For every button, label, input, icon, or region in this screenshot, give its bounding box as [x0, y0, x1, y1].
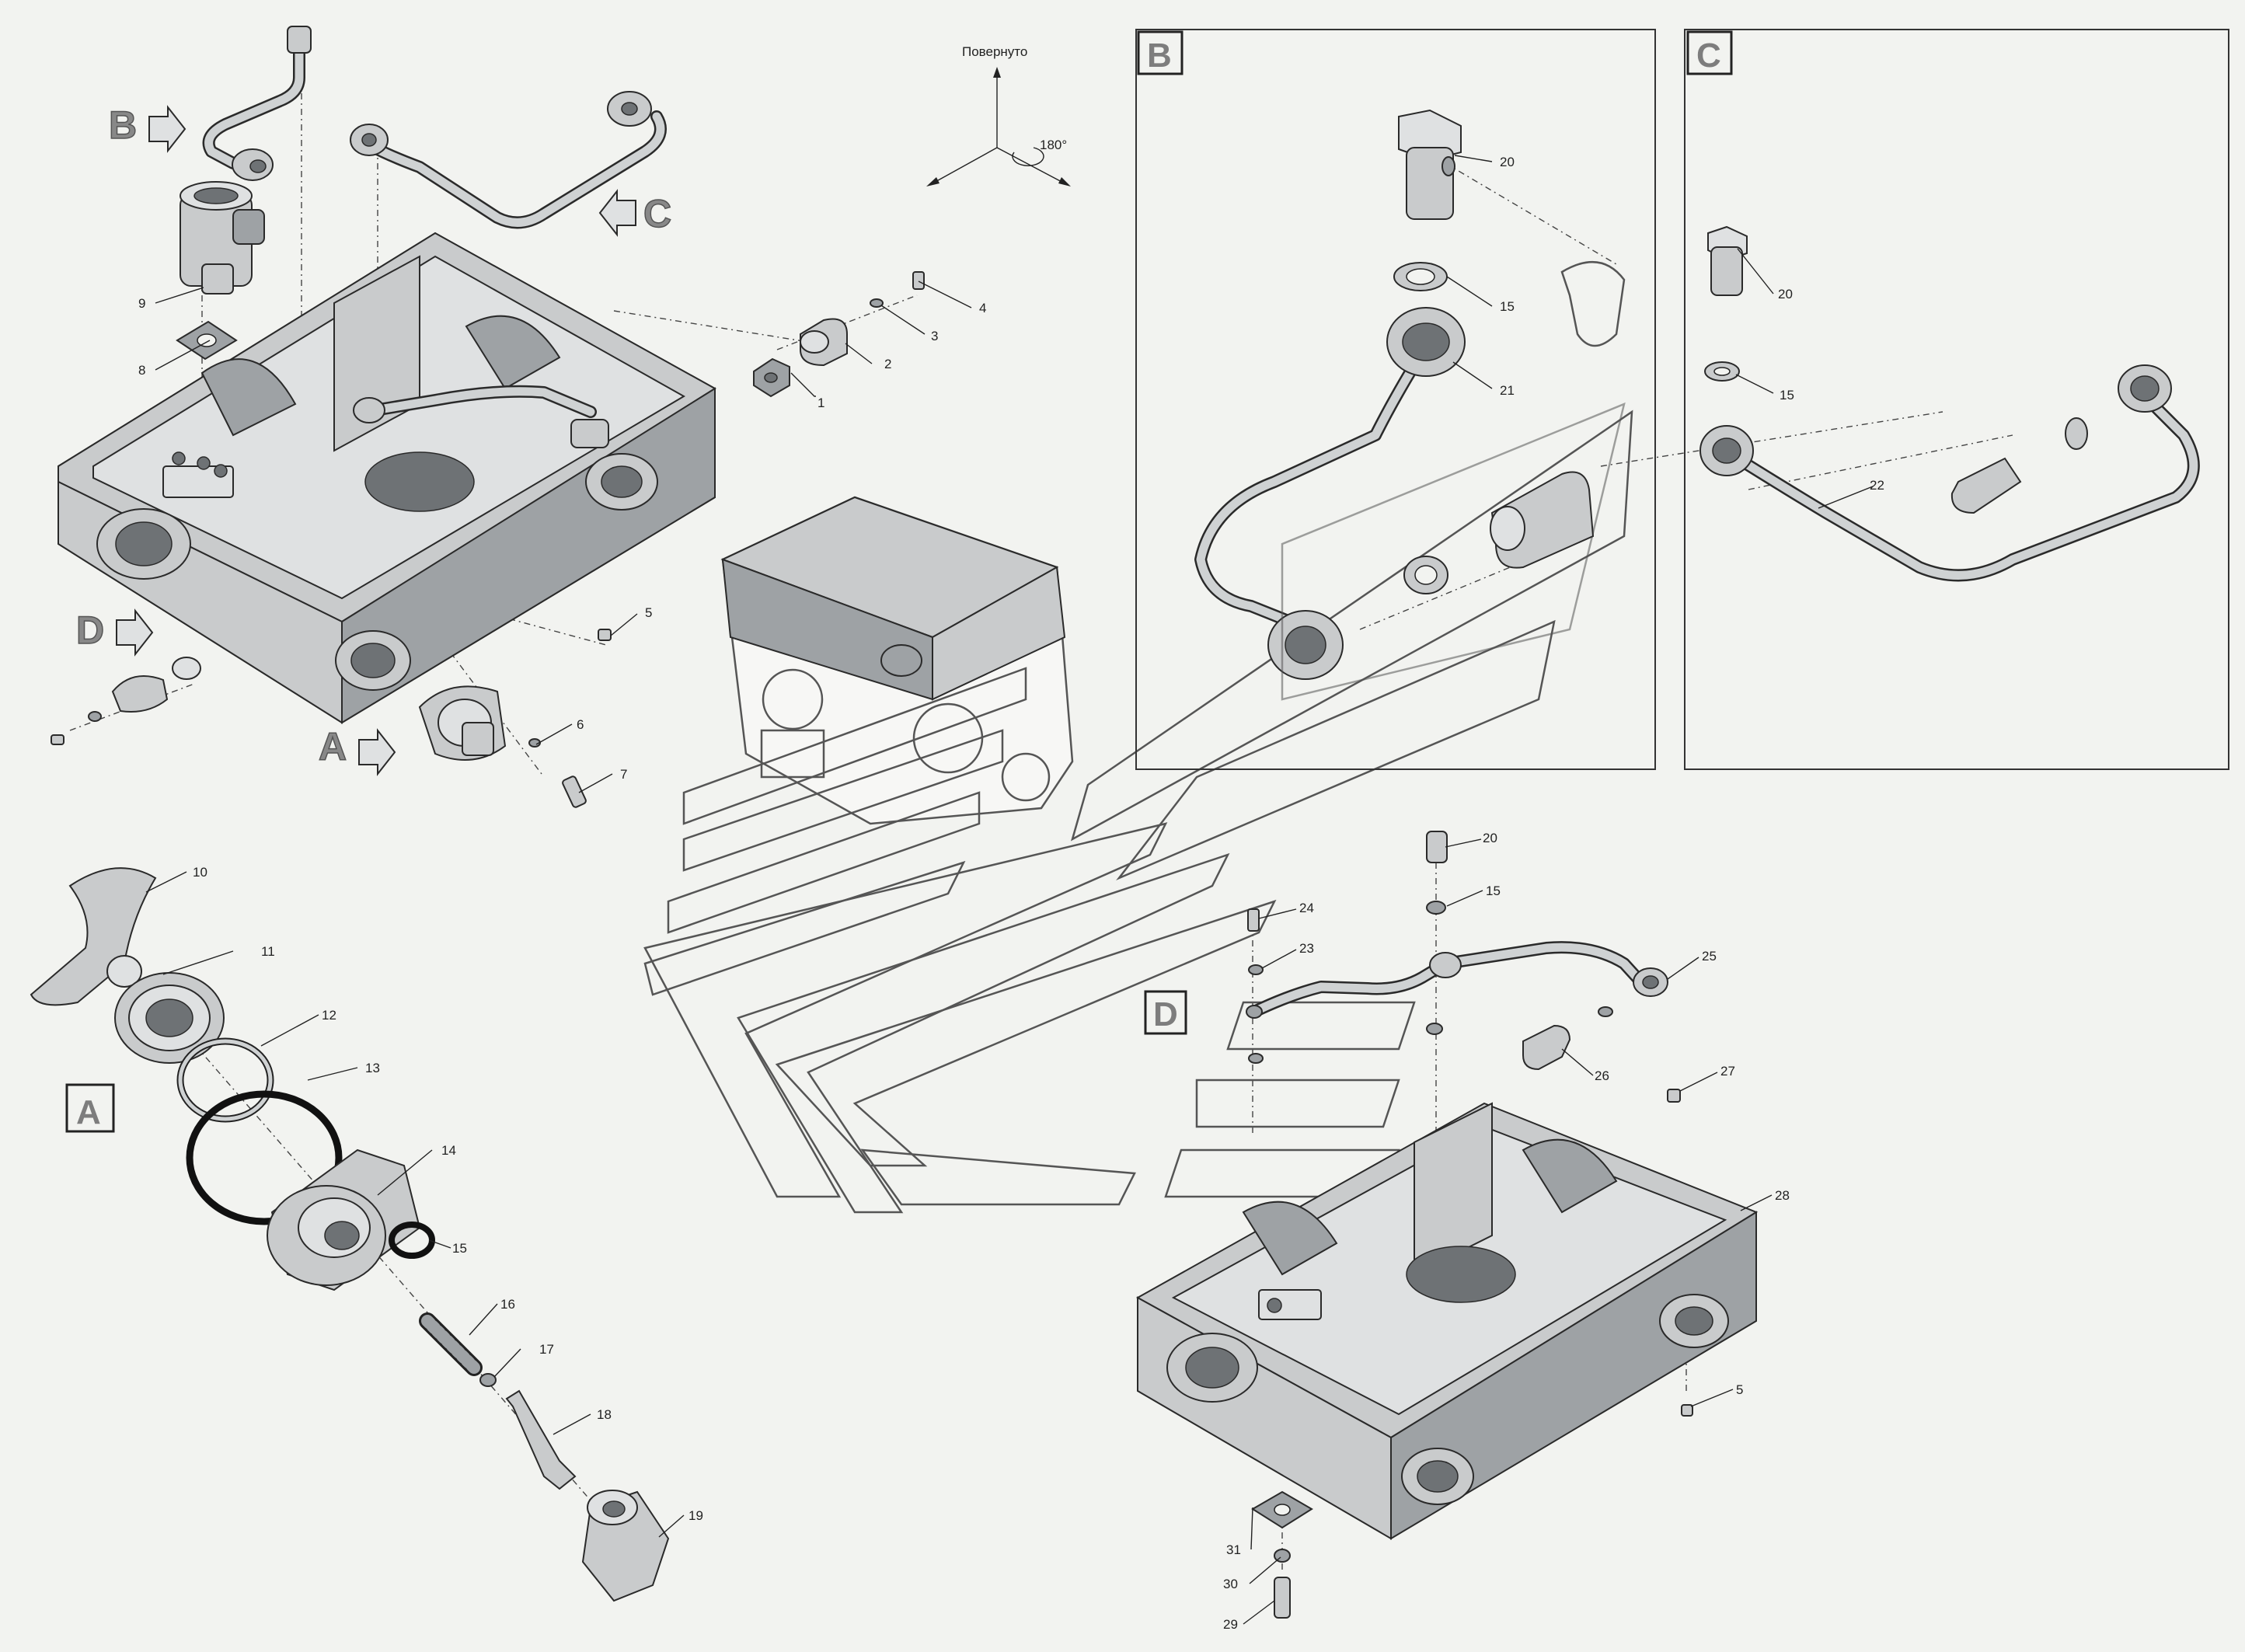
detail-b-callout-21: 21 — [1500, 383, 1515, 398]
callout-12: 12 — [322, 1008, 336, 1023]
rotation-indicator: Повернуто 180° — [926, 44, 1071, 186]
pipe-b — [202, 26, 312, 181]
callout-d-23: 23 — [1299, 941, 1314, 956]
callout-18: 18 — [597, 1407, 612, 1422]
parts-5-7 — [51, 629, 612, 808]
view-arrow-d: D — [75, 608, 154, 657]
callout-d-24: 24 — [1299, 901, 1314, 915]
detail-d-label-box — [1144, 990, 1187, 1035]
svg-text:D: D — [76, 608, 104, 652]
detail-d-parts — [1135, 831, 1759, 1619]
svg-text:A: A — [319, 725, 347, 768]
callout-11: 11 — [261, 944, 275, 959]
detail-box-c-letter: C — [1696, 37, 1721, 75]
callout-numbers: 1 2 3 4 5 6 7 8 9 10 11 12 13 14 15 16 1… — [138, 155, 1884, 1632]
callout-8: 8 — [138, 363, 145, 378]
view-arrow-c: C — [598, 189, 672, 237]
pipe-c — [350, 91, 667, 229]
detail-b-callout-20: 20 — [1500, 155, 1515, 169]
callout-d-15: 15 — [1486, 884, 1501, 898]
rotation-label: Повернуто — [962, 44, 1027, 59]
callout-1: 1 — [817, 396, 824, 410]
detail-c-callout-22: 22 — [1870, 478, 1884, 493]
detail-a-letter: A — [76, 1093, 101, 1131]
callout-leaders — [145, 155, 1874, 1625]
rotation-angle: 180° — [1040, 138, 1067, 152]
callout-d-20: 20 — [1483, 831, 1497, 845]
callout-d-5: 5 — [1736, 1382, 1743, 1397]
callout-6: 6 — [577, 717, 584, 732]
callout-9: 9 — [138, 296, 145, 311]
callout-d-26: 26 — [1595, 1068, 1609, 1083]
callout-16: 16 — [500, 1297, 515, 1312]
parts-1-4 — [753, 271, 925, 398]
svg-text:B: B — [109, 103, 137, 147]
callout-d-28: 28 — [1775, 1188, 1790, 1203]
view-arrow-a: A — [318, 724, 396, 776]
callout-2: 2 — [884, 357, 891, 371]
part-9-housing — [180, 181, 265, 295]
callout-19: 19 — [688, 1508, 703, 1523]
callout-3: 3 — [931, 329, 938, 343]
detail-box-b-letter: B — [1147, 37, 1172, 75]
main-housing-top — [58, 232, 716, 724]
callout-17: 17 — [539, 1342, 554, 1357]
detail-a-label-box — [65, 1083, 115, 1133]
callout-d-27: 27 — [1720, 1064, 1735, 1079]
detail-box-b — [1135, 29, 1656, 770]
view-arrow-b: B — [108, 103, 187, 153]
spring-16 — [419, 1312, 483, 1376]
callout-d-31: 31 — [1226, 1542, 1241, 1557]
detail-b-parts — [1194, 109, 1626, 701]
detail-c-parts — [1699, 225, 2200, 582]
detail-box-c — [1684, 29, 2229, 770]
callout-14: 14 — [441, 1143, 456, 1158]
callout-d-30: 30 — [1223, 1577, 1238, 1591]
detail-d-letter: D — [1153, 995, 1178, 1033]
detail-c-callout-15: 15 — [1780, 388, 1794, 403]
callout-d-25: 25 — [1702, 949, 1717, 964]
ghost-engine — [720, 496, 1074, 825]
callout-15: 15 — [452, 1241, 467, 1256]
callout-7: 7 — [620, 767, 627, 782]
detail-b-callout-15: 15 — [1500, 299, 1515, 314]
detail-c-callout-20: 20 — [1778, 287, 1793, 301]
detail-a-parts — [30, 867, 670, 1602]
svg-text:C: C — [643, 192, 671, 235]
callout-4: 4 — [979, 301, 986, 315]
callout-5: 5 — [645, 605, 652, 620]
callout-13: 13 — [365, 1061, 380, 1075]
callout-10: 10 — [193, 865, 207, 880]
callout-d-29: 29 — [1223, 1617, 1238, 1632]
